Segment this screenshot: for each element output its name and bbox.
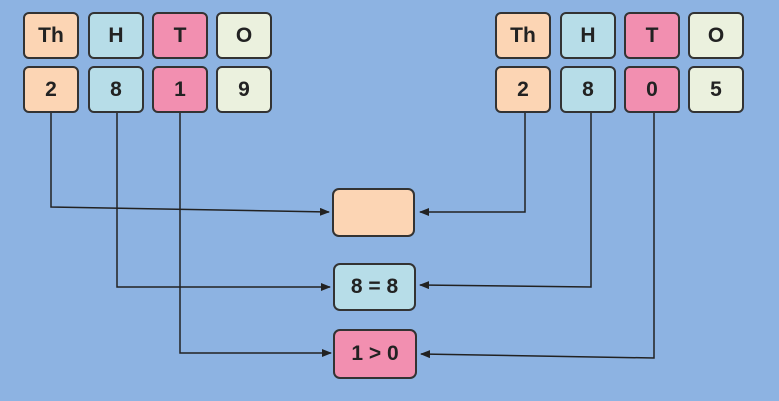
- right-digit-thousands: 2: [495, 66, 551, 113]
- left-tens-arrow: [179, 113, 332, 357]
- right-digit-hundreds: 8: [560, 66, 616, 113]
- right-header-hundreds: H: [560, 12, 616, 59]
- left-hundreds-arrow: [116, 113, 331, 291]
- right-digit-tens: 0: [624, 66, 680, 113]
- left-header-tens: T: [152, 12, 208, 59]
- left-thousands-arrow: [50, 113, 330, 216]
- hundreds-comparison-box: 8 = 8: [333, 263, 416, 311]
- right-hundreds-arrow: [419, 113, 592, 290]
- left-header-thousands: Th: [23, 12, 79, 59]
- right-header-tens: T: [624, 12, 680, 59]
- left-digit-hundreds: 8: [88, 66, 144, 113]
- thousands-comparison-box: [332, 188, 415, 237]
- right-digit-ones: 5: [688, 66, 744, 113]
- tens-comparison-box: 1 > 0: [333, 329, 417, 379]
- left-digit-tens: 1: [152, 66, 208, 113]
- left-digit-ones: 9: [216, 66, 272, 113]
- right-thousands-arrow: [419, 113, 526, 216]
- right-header-thousands: Th: [495, 12, 551, 59]
- right-tens-arrow: [420, 113, 655, 359]
- left-header-hundreds: H: [88, 12, 144, 59]
- right-header-ones: O: [688, 12, 744, 59]
- left-digit-thousands: 2: [23, 66, 79, 113]
- left-header-ones: O: [216, 12, 272, 59]
